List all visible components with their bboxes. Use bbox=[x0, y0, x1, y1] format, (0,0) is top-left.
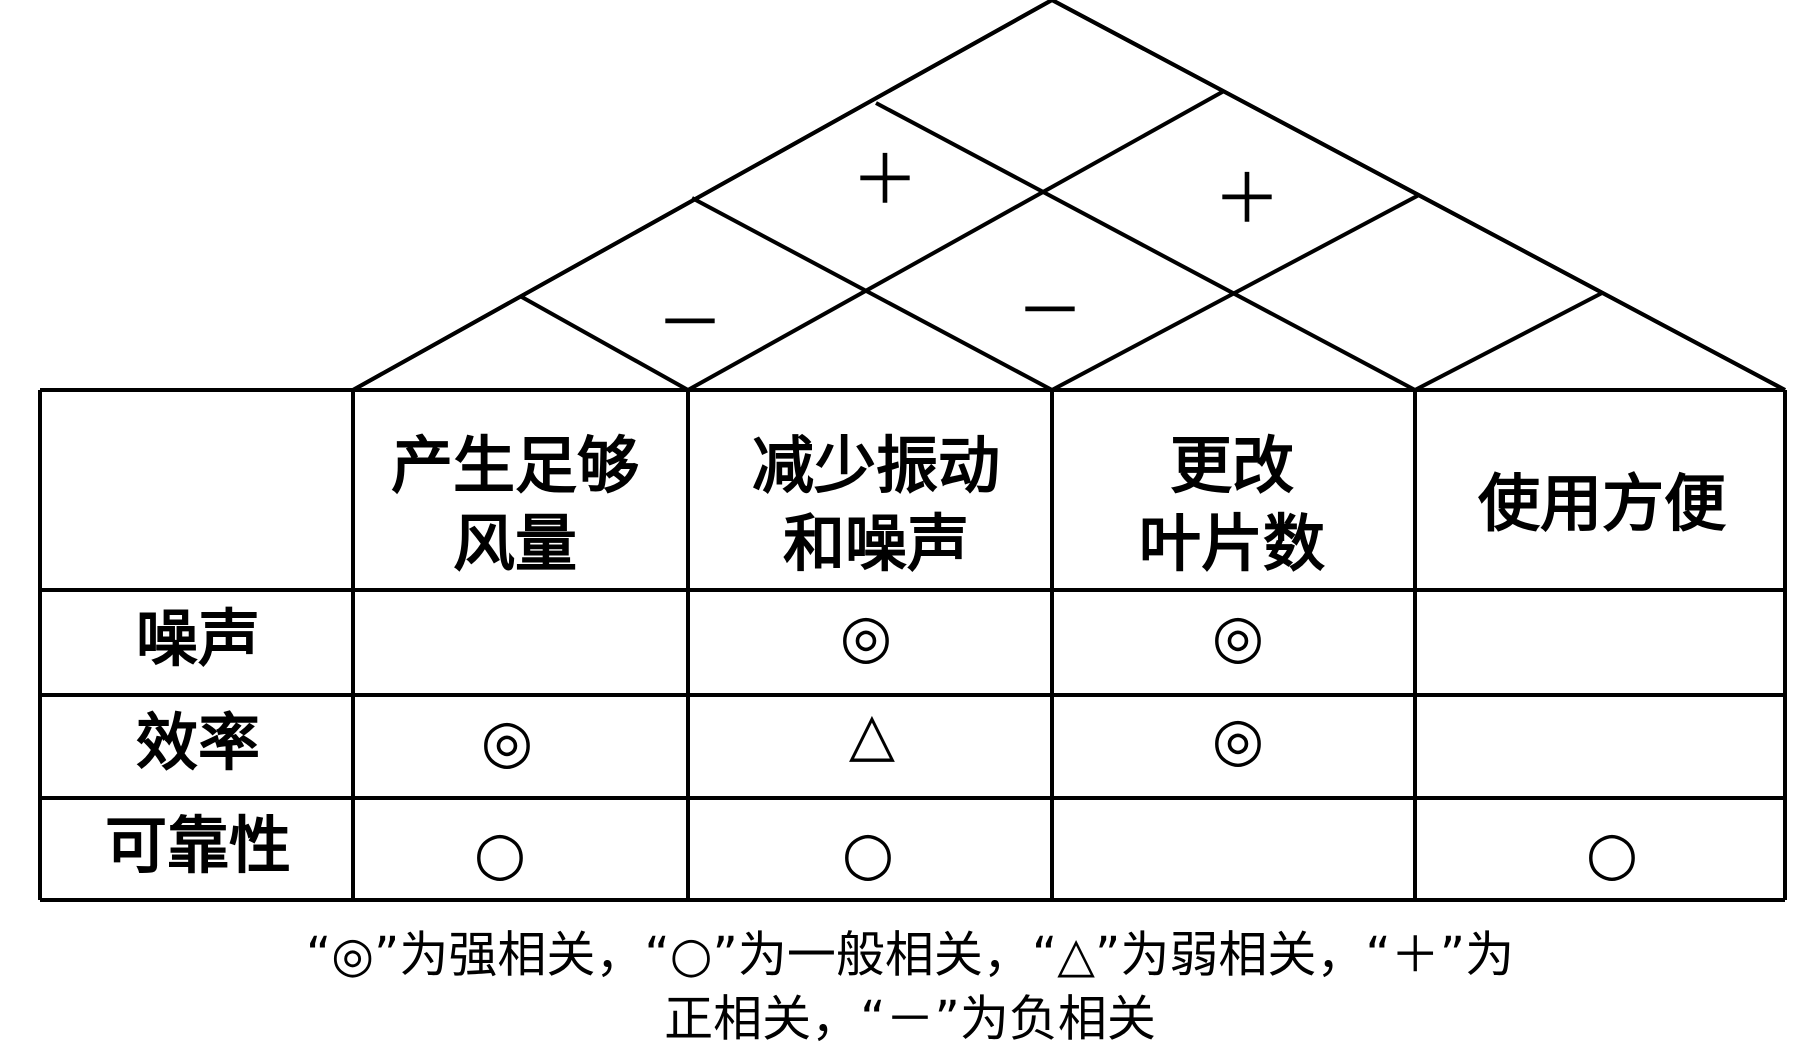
cell-1-3: ◎ bbox=[1212, 602, 1264, 672]
row-label-efficiency: 效率 bbox=[136, 706, 260, 779]
legend-caption: “◎”为强相关，“○”为一般相关，“△”为弱相关，“＋”为 正相关，“－”为负相… bbox=[306, 927, 1514, 1048]
roof-symbols: － － ＋ ＋ bbox=[656, 142, 1281, 364]
column-header-2-line-2: 和噪声 bbox=[783, 507, 969, 580]
roof-symbol-1-2: － bbox=[656, 285, 724, 364]
row-label-reliability: 可靠性 bbox=[105, 809, 291, 882]
row-label-noise: 噪声 bbox=[136, 602, 260, 675]
roof-symbol-2-4: ＋ bbox=[1213, 161, 1281, 240]
relationship-matrix-grid bbox=[38, 388, 1787, 902]
cell-2-3: ◎ bbox=[1212, 705, 1264, 775]
cell-3-4: ○ bbox=[1586, 819, 1638, 889]
roof-symbol-1-3: ＋ bbox=[851, 142, 919, 221]
legend-line-2: 正相关，“－”为负相关 bbox=[664, 991, 1156, 1048]
legend-line-1: “◎”为强相关，“○”为一般相关，“△”为弱相关，“＋”为 bbox=[306, 927, 1514, 984]
relationship-cells: ◎ ◎ ◎ △ ◎ ○ ○ ○ bbox=[474, 602, 1638, 889]
cell-3-2: ○ bbox=[842, 819, 894, 889]
column-header-1-line-2: 风量 bbox=[453, 507, 577, 580]
cell-2-1: ◎ bbox=[481, 707, 533, 777]
cell-2-2: △ bbox=[849, 700, 895, 770]
column-header-4-line-1: 使用方便 bbox=[1478, 467, 1727, 540]
cell-1-2: ◎ bbox=[840, 602, 892, 672]
row-labels: 噪声 效率 可靠性 bbox=[105, 602, 291, 882]
column-header-3-line-1: 更改 bbox=[1170, 429, 1294, 502]
roof-symbol-2-3: － bbox=[1016, 273, 1084, 352]
column-header-2-line-1: 减少振动 bbox=[752, 429, 1000, 502]
column-header-3-line-2: 叶片数 bbox=[1139, 507, 1325, 580]
cell-3-1: ○ bbox=[474, 819, 526, 889]
correlation-roof bbox=[352, 0, 1786, 392]
column-header-1-line-1: 产生足够 bbox=[391, 429, 639, 502]
column-headers: 产生足够 风量 减少振动 和噪声 更改 叶片数 使用方便 bbox=[391, 429, 1727, 580]
